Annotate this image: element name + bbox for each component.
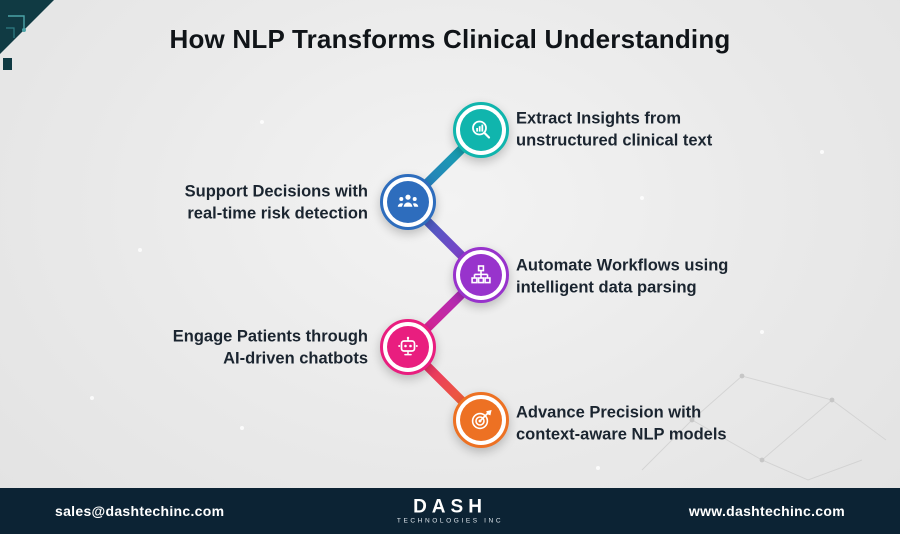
node-inner-circle: [387, 326, 429, 368]
team-decision-icon: [397, 194, 419, 207]
label-advance-precision: Advance Precision with context-aware NLP…: [516, 403, 727, 444]
node-automate-workflows: [453, 247, 509, 303]
chart-insights-icon: [472, 120, 491, 139]
constellation-decoration: [641, 373, 887, 481]
label-engage-patients: Engage Patients through AI-driven chatbo…: [172, 327, 368, 368]
label-automate-workflows: Automate Workflows using intelligent dat…: [516, 256, 729, 297]
node-inner-circle: [460, 399, 502, 441]
target-precision-icon: [471, 410, 492, 430]
workflow-automation-icon: [471, 265, 491, 284]
footer-bar: sales@dashtechinc.com DASH TECHNOLOGIES …: [0, 488, 900, 534]
footer-website[interactable]: www.dashtechinc.com: [688, 503, 845, 519]
node-inner-circle: [387, 181, 429, 223]
dash-logo: DASH TECHNOLOGIES INC: [397, 497, 503, 525]
node-support-decisions: [380, 174, 436, 230]
node-engage-patients: [380, 319, 436, 375]
label-support-decisions: Support Decisions with real-time risk de…: [184, 182, 368, 223]
corner-circuit-decoration: [0, 0, 54, 70]
label-extract-insights: Extract Insights from unstructured clini…: [516, 109, 713, 150]
page-title: How NLP Transforms Clinical Understandin…: [169, 24, 731, 54]
footer-email[interactable]: sales@dashtechinc.com: [55, 503, 225, 519]
dash-logo-subtext: TECHNOLOGIES INC: [396, 517, 504, 525]
node-advance-precision: [453, 392, 509, 448]
node-inner-circle: [460, 109, 502, 151]
chatbot-icon: [398, 336, 418, 356]
node-inner-circle: [460, 254, 502, 296]
node-extract-insights: [453, 102, 509, 158]
dash-logo-wordmark: DASH: [413, 496, 487, 518]
